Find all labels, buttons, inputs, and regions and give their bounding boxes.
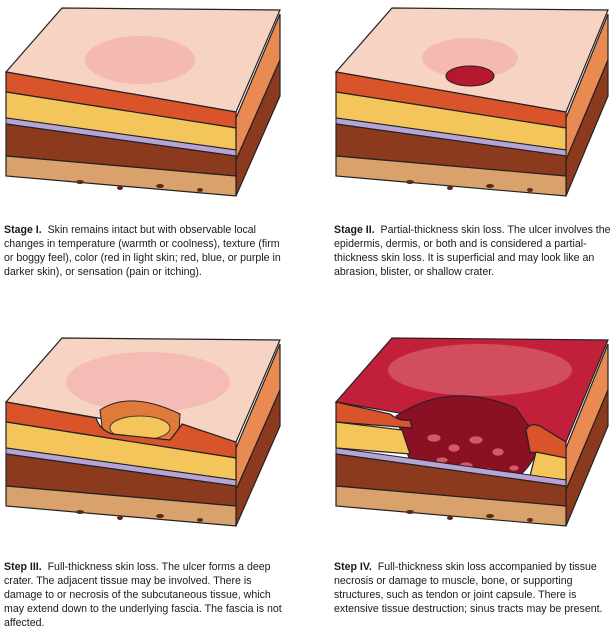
stage-1-label: Stage I.: [4, 224, 42, 236]
stage-2-label: Stage II.: [334, 224, 375, 236]
stage-4-panel: Step IV. Full-thickness skin loss accomp…: [330, 330, 613, 628]
stage-1-text: Skin remains intact but with observable …: [4, 224, 281, 278]
stage-4-caption: Step IV. Full-thickness skin loss accomp…: [334, 560, 612, 616]
stage-4-text: Full-thickness skin loss accompanied by …: [334, 561, 603, 615]
stage-1-panel: Stage I. Skin remains intact but with ob…: [0, 0, 300, 300]
stage-2-panel: Stage II. Partial-thickness skin loss. T…: [330, 0, 613, 300]
stage-4-illustration: [330, 330, 613, 530]
stage-3-caption: Step III. Full-thickness skin loss. The …: [4, 560, 289, 630]
stage-1-illustration: [0, 0, 285, 198]
stage-2-text: Partial-thickness skin loss. The ulcer i…: [334, 224, 611, 278]
stage-2-caption: Stage II. Partial-thickness skin loss. T…: [334, 223, 612, 279]
stage-3-label: Step III.: [4, 561, 42, 573]
stage-3-illustration: [0, 330, 285, 530]
stage-3-text: Full-thickness skin loss. The ulcer form…: [4, 561, 282, 629]
stage-4-label: Step IV.: [334, 561, 372, 573]
stage-3-panel: Step III. Full-thickness skin loss. The …: [0, 330, 300, 630]
stage-2-illustration: [330, 0, 613, 198]
stage-1-caption: Stage I. Skin remains intact but with ob…: [4, 223, 289, 279]
